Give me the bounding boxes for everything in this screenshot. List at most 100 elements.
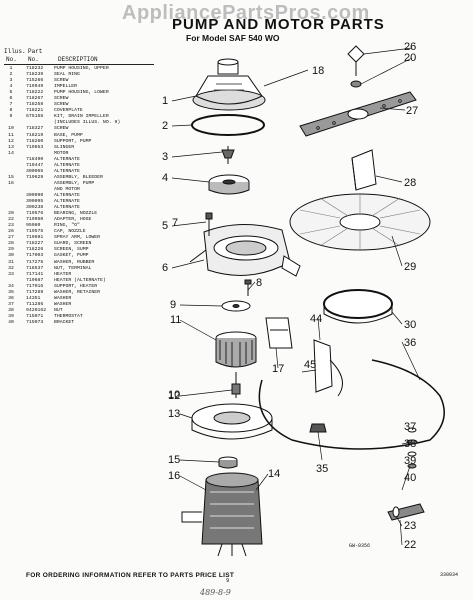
- page-subtitle: For Model SAF 540 WO: [186, 33, 280, 43]
- part-description: ALTERNATE: [54, 192, 80, 198]
- illus-number: 22: [8, 217, 14, 223]
- leader-lines: [171, 47, 421, 546]
- callout-labels: 1 2 3 4 5 6 7 8 9 10 11 12 13 14 15 16 1…: [162, 41, 418, 551]
- illus-number: 35: [8, 289, 14, 295]
- part-description: ALTERNATE: [54, 205, 80, 211]
- drain-impeller: [221, 300, 251, 312]
- illus-number: 34: [8, 283, 14, 289]
- parts-row: 16 ASSEMBLY, PUMP: [4, 181, 164, 187]
- illus-number: 28: [8, 241, 14, 247]
- illus-number: 11: [8, 132, 14, 138]
- part-number: 717003: [26, 253, 44, 259]
- callout-4: 4: [162, 172, 168, 184]
- part-number: 9420162: [26, 307, 47, 313]
- part-description: SPRAY ARM, LOWER: [54, 235, 101, 241]
- callout-40: 40: [404, 472, 416, 484]
- part-description: GUARD, SCREEN: [54, 241, 92, 247]
- part-description: SCREW: [54, 78, 69, 84]
- ordering-footer: FOR ORDERING INFORMATION REFER TO PARTS …: [26, 572, 235, 579]
- part-description: RING, "O": [54, 223, 80, 229]
- illus-number: 4: [9, 84, 13, 90]
- part-description: SCREW: [54, 102, 69, 108]
- part-number: 717141: [26, 271, 44, 277]
- part-number: 718537: [26, 265, 44, 271]
- callout-10: 10: [168, 389, 180, 401]
- part-description: ASSEMBLY, PUMP: [54, 180, 95, 186]
- part-description: (INCLUDES ILLUS. NO. 9): [54, 120, 121, 126]
- pump-base: [215, 331, 257, 368]
- part-number: 718232: [26, 66, 44, 71]
- illus-number: 39: [8, 313, 14, 319]
- illus-number: 8: [9, 108, 13, 114]
- callout-38: 38: [404, 438, 416, 450]
- heater-support: [313, 339, 343, 397]
- parts-row: 4 719949 IMPELLER: [4, 84, 164, 90]
- washer-retainer: [309, 423, 327, 433]
- illus-number: 31: [8, 259, 14, 265]
- callout-12: 12: [168, 390, 180, 402]
- illus-number: 30: [8, 253, 14, 259]
- nozzle-bearing: [350, 80, 362, 88]
- callout-6: 6: [162, 262, 168, 274]
- callout-39: 39: [404, 455, 416, 467]
- part-number: 718221: [26, 108, 44, 114]
- spray-arm: [299, 91, 417, 137]
- illus-number: 1: [9, 66, 13, 71]
- part-description: ALTERNATE: [54, 168, 80, 174]
- coverplate: [265, 317, 293, 349]
- header-part: Part: [28, 48, 43, 55]
- part-number: 715073: [26, 319, 44, 325]
- illus-number: 3: [9, 78, 13, 84]
- illus-number: 7: [9, 102, 13, 108]
- illus-number: 15: [8, 174, 14, 180]
- illus-number: 38: [8, 307, 14, 313]
- part-number: 719691: [26, 235, 44, 241]
- header-description: DESCRIPTION: [58, 56, 98, 63]
- part-description: SUPPORT, HEATER: [54, 283, 98, 289]
- part-description: NUT: [54, 307, 63, 313]
- illus-number: 16: [8, 180, 14, 186]
- callout-35: 35: [316, 463, 328, 475]
- pump-support: [231, 372, 241, 398]
- illus-number: 6: [9, 96, 13, 102]
- diagram-id: GW-0356: [349, 543, 371, 549]
- header-illus-no: No.: [6, 56, 17, 63]
- handwritten-note: 489-8-9: [200, 588, 231, 597]
- pump-housing-lower: [189, 223, 301, 277]
- header-part-no: No.: [28, 56, 39, 63]
- part-number: 719949: [26, 84, 44, 90]
- part-number: 718267: [26, 96, 44, 102]
- part-description: IMPELLER: [54, 84, 78, 90]
- callout-28: 28: [404, 177, 416, 189]
- header-illus: Illus.: [4, 48, 26, 55]
- part-description: SLINGER: [54, 144, 75, 150]
- part-description: WASHER, RETAINER: [54, 289, 101, 295]
- part-description: WASHER: [54, 301, 72, 307]
- screen-guard: [351, 149, 377, 191]
- part-number: 717289: [26, 289, 44, 295]
- illus-number: 33: [8, 271, 14, 277]
- callout-16: 16: [168, 470, 180, 482]
- callout-11: 11: [170, 314, 181, 326]
- part-description: ALTERNATE: [54, 199, 80, 205]
- callout-45: 45: [304, 359, 316, 371]
- nozzle-cap: [347, 45, 365, 76]
